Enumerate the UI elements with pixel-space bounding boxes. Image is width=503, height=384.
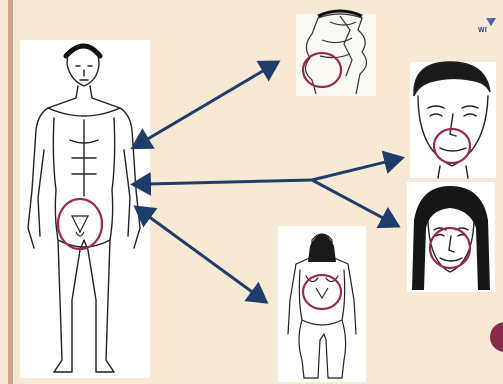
male-genital-sketch <box>72 216 88 236</box>
male-body-illustration-icon <box>28 46 140 372</box>
female-highlight-circle <box>303 275 341 309</box>
woman-mouth-highlight-circle <box>430 228 470 268</box>
female-body-illustration-icon <box>288 234 356 378</box>
male-highlight-circle <box>58 199 102 249</box>
woman-face-illustration-icon <box>412 186 490 290</box>
arrow-to-man-face <box>312 158 402 180</box>
arrow-to-woman-face <box>312 180 398 226</box>
man-face-illustration-icon <box>414 62 490 178</box>
connector-arrows <box>146 62 402 302</box>
arrow-male-to-female <box>148 216 266 302</box>
arrow-male-to-faces-trunk <box>148 180 312 184</box>
female-genital-sketch <box>316 288 328 298</box>
torso-highlight-circle <box>303 53 341 87</box>
arrow-male-to-torso <box>146 62 278 140</box>
